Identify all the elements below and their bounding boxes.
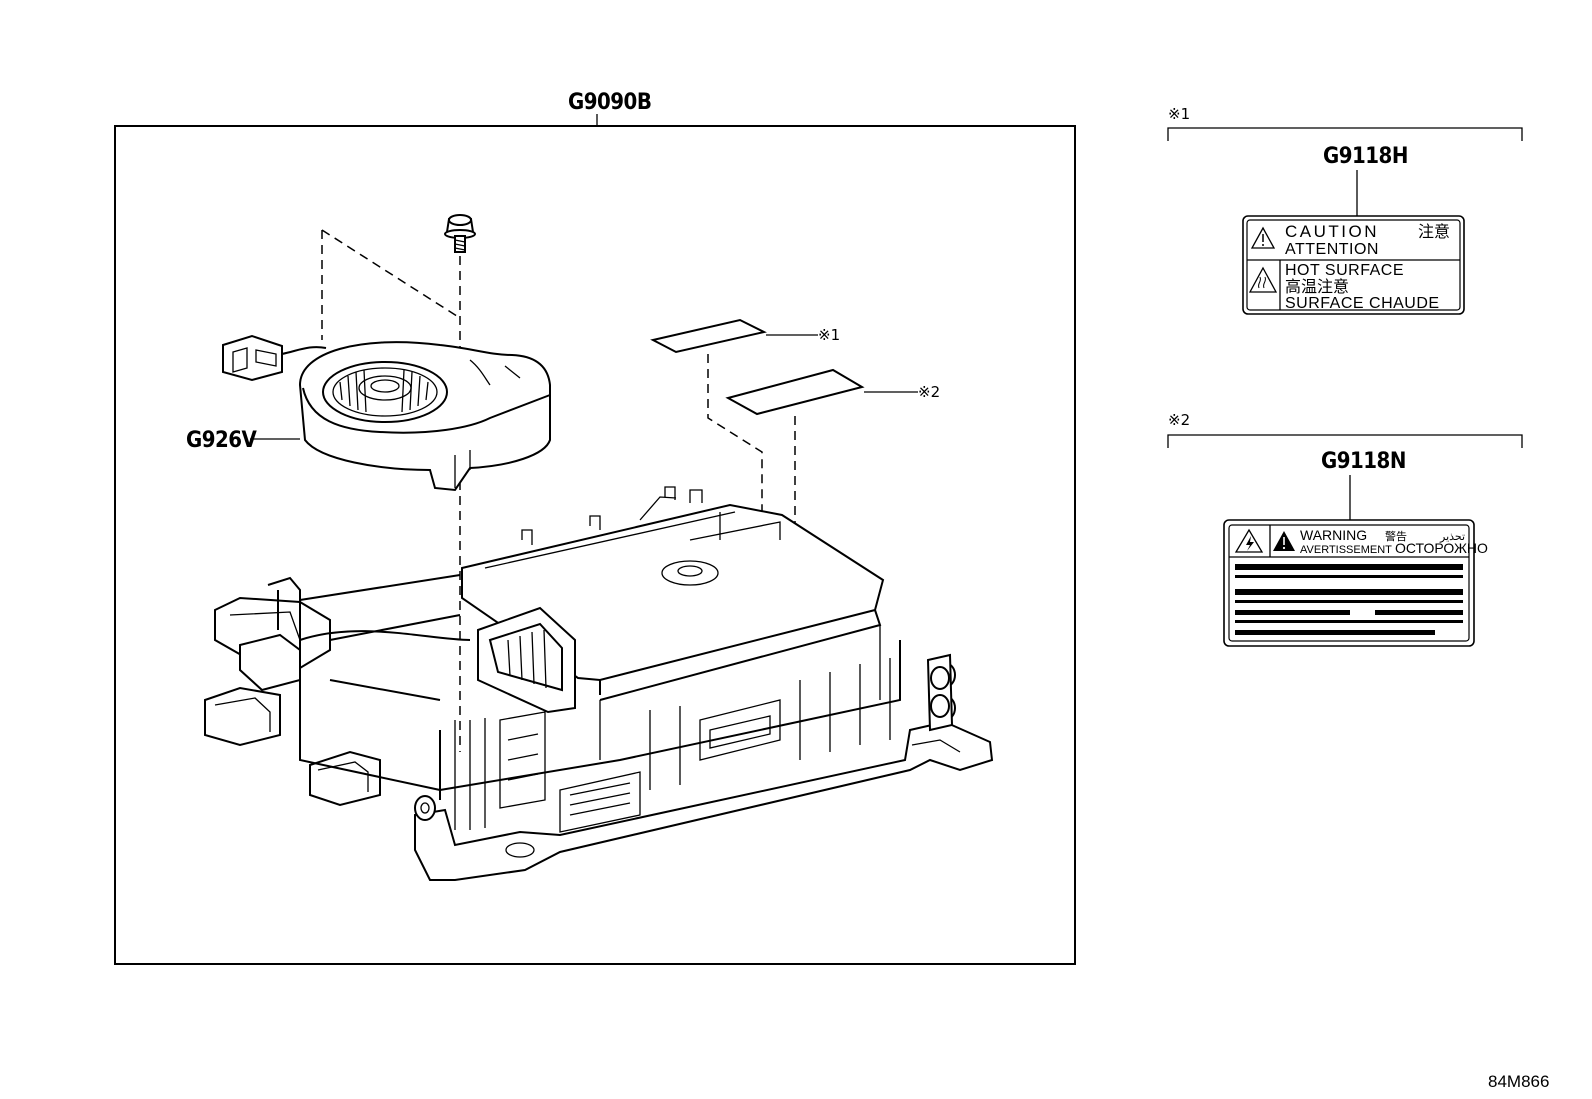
callout-ref1: ※1 <box>818 326 840 344</box>
hot-surface-icon <box>1248 266 1278 293</box>
electric-hazard-icon <box>1234 528 1264 553</box>
label2-section: ※2 G9118N WARNING AVERTISSEMENT 警告 تحذير… <box>1167 411 1523 647</box>
label-callout-1: ※1 <box>650 318 840 560</box>
caution-jp-text: 注意 <box>1418 222 1450 241</box>
attention-text: ATTENTION <box>1285 241 1379 258</box>
hot-surface-text: HOT SURFACE <box>1285 262 1404 279</box>
inverter-body <box>204 486 994 881</box>
warning-ar-text: تحذير <box>1439 531 1465 543</box>
blower-fan <box>222 229 551 492</box>
warning-label: WARNING AVERTISSEMENT 警告 تحذير ОСТОРОЖНО <box>1223 519 1488 647</box>
assembly-part-number[interactable]: G9090B <box>568 90 652 115</box>
label1-part-number[interactable]: G9118H <box>1323 144 1408 169</box>
warning-ru-text: ОСТОРОЖНО <box>1395 540 1488 556</box>
caution-text: CAUTION <box>1285 222 1379 241</box>
label2-part-number[interactable]: G9118N <box>1321 449 1406 474</box>
label1-bracket <box>1167 127 1523 141</box>
hot-surface-jp-text: 高温注意 <box>1285 277 1349 296</box>
warning-jp-text: 警告 <box>1385 529 1407 543</box>
callout-ref2: ※2 <box>918 383 940 401</box>
bolt-icon <box>444 214 476 253</box>
label1-section: ※1 G9118H CAUTION 注意 ATTENTION HOT SURFA… <box>1167 105 1523 315</box>
label2-ref: ※2 <box>1168 411 1190 429</box>
warning-triangle-icon <box>1250 226 1276 249</box>
caution-label: CAUTION 注意 ATTENTION HOT SURFACE 高温注意 SU… <box>1242 215 1465 315</box>
main-assembly: G9090B <box>114 90 1076 965</box>
label2-bracket <box>1167 434 1523 448</box>
warning-triangle-filled-icon <box>1273 531 1295 551</box>
avertissement-text: AVERTISSEMENT <box>1300 544 1392 556</box>
figure-code: 84M866 <box>1488 1072 1549 1091</box>
label-callout-2: ※2 <box>725 368 940 588</box>
blower-part-number[interactable]: G926V <box>186 428 258 453</box>
fine-print-lines <box>1235 564 1463 635</box>
warning-text: WARNING <box>1300 527 1367 543</box>
assembly-frame <box>114 125 1076 965</box>
surface-chaude-text: SURFACE CHAUDE <box>1285 295 1440 312</box>
label1-ref: ※1 <box>1168 105 1190 123</box>
